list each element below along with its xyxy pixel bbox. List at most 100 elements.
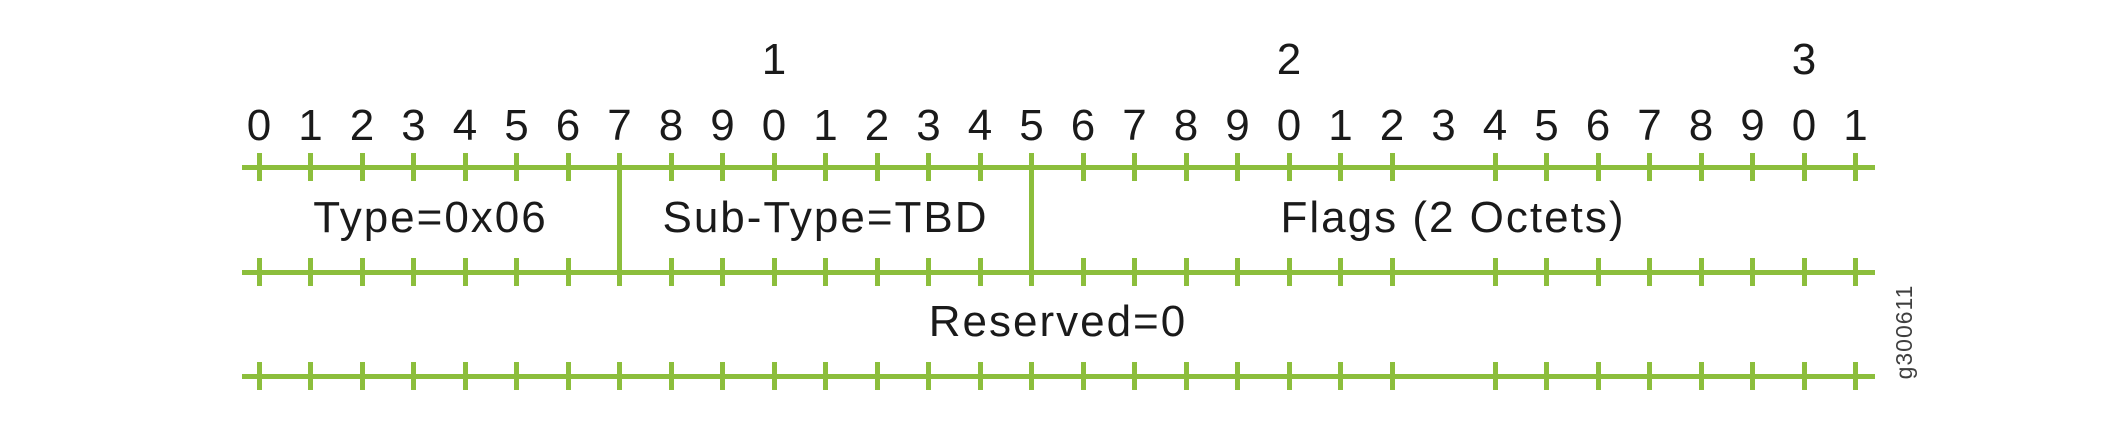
ruler-tick — [977, 153, 983, 181]
ruler-tick — [1132, 153, 1137, 181]
bit-digit-16: 6 — [1070, 101, 1096, 150]
ruler-tick — [1338, 362, 1343, 390]
ruler-tick — [1801, 153, 1807, 181]
ruler-tick — [1750, 153, 1755, 181]
ruler-tick — [308, 258, 313, 286]
ruler-tick — [308, 362, 313, 390]
ruler-tick — [1647, 362, 1652, 390]
ruler-tick — [1492, 362, 1498, 390]
ruler-line-0 — [241, 164, 1875, 170]
ruler-tick — [308, 153, 313, 181]
field-label-reserved-0: Reserved=0 — [928, 297, 1188, 346]
ruler-tick — [1647, 153, 1652, 181]
ruler-tick — [720, 153, 725, 181]
ruler-tick — [411, 153, 416, 181]
ruler-tick — [565, 258, 571, 286]
ruler-tick — [514, 153, 519, 181]
bit-digit-19: 9 — [1225, 101, 1250, 150]
ruler-tick — [1698, 362, 1704, 390]
ruler-tick — [359, 258, 365, 286]
bit-digit-14: 4 — [967, 101, 993, 150]
ruler-tick — [771, 153, 777, 181]
figure-id-watermark: g300611 — [1891, 284, 1917, 380]
bit-tens-label-2: 2 — [1276, 35, 1302, 84]
ruler-tick — [1132, 362, 1137, 390]
ruler-tick — [359, 153, 365, 181]
bit-digit-24: 4 — [1482, 101, 1508, 150]
ruler-tick — [1080, 362, 1086, 390]
bit-tens-label-1: 1 — [761, 35, 787, 84]
ruler-tick — [1183, 153, 1189, 181]
ruler-tick — [926, 362, 931, 390]
bit-digit-28: 8 — [1688, 101, 1714, 150]
ruler-tick — [411, 258, 416, 286]
ruler-tick — [359, 362, 365, 390]
ruler-tick — [1286, 362, 1292, 390]
ruler-tick — [1080, 153, 1086, 181]
bit-digit-21: 1 — [1328, 101, 1353, 150]
bit-digit-29: 9 — [1740, 101, 1765, 150]
ruler-tick — [1698, 153, 1704, 181]
ruler-tick — [1389, 153, 1395, 181]
ruler-tick — [1853, 362, 1858, 390]
field-divider-bit-15 — [1029, 164, 1034, 275]
ruler-tick — [617, 362, 622, 390]
ruler-tick — [720, 362, 725, 390]
ruler-tick — [874, 362, 880, 390]
ruler-tick — [256, 362, 262, 390]
ruler-line-2 — [241, 373, 1875, 379]
ruler-tick — [1492, 258, 1498, 286]
ruler-tick — [1698, 258, 1704, 286]
ruler-tick — [1801, 362, 1807, 390]
ruler-tick — [823, 153, 828, 181]
field-label-type-0x06: Type=0x06 — [313, 192, 548, 242]
ruler-tick — [1389, 362, 1395, 390]
bit-digit-26: 6 — [1585, 101, 1611, 150]
field-divider-bit-7 — [617, 164, 622, 275]
bit-digit-10: 0 — [761, 101, 787, 150]
ruler-tick — [823, 362, 828, 390]
bit-digit-6: 6 — [555, 101, 581, 150]
ruler-tick — [1183, 362, 1189, 390]
bit-digit-23: 3 — [1431, 101, 1456, 150]
ruler-tick — [1544, 258, 1549, 286]
bit-digit-13: 3 — [916, 101, 941, 150]
bit-digit-17: 7 — [1122, 101, 1147, 150]
bit-digit-4: 4 — [452, 101, 478, 150]
bit-digit-11: 1 — [813, 101, 838, 150]
ruler-tick — [1595, 362, 1601, 390]
ruler-tick — [1595, 153, 1601, 181]
ruler-tick — [823, 258, 828, 286]
ruler-tick — [514, 362, 519, 390]
ruler-tick — [874, 258, 880, 286]
bit-digit-15: 5 — [1019, 101, 1044, 150]
ruler-tick — [462, 362, 468, 390]
ruler-tick — [514, 258, 519, 286]
ruler-tick — [1389, 258, 1395, 286]
bit-digit-31: 1 — [1843, 101, 1868, 150]
ruler-tick — [1235, 153, 1240, 181]
ruler-tick — [720, 258, 725, 286]
bit-digit-7: 7 — [607, 101, 632, 150]
ruler-tick — [1286, 258, 1292, 286]
ruler-tick — [1801, 258, 1807, 286]
ruler-tick — [1183, 258, 1189, 286]
bit-digit-30: 0 — [1791, 101, 1817, 150]
bit-digit-3: 3 — [401, 101, 426, 150]
bit-digit-9: 9 — [710, 101, 735, 150]
ruler-tick — [1750, 362, 1755, 390]
bit-digit-18: 8 — [1173, 101, 1199, 150]
ruler-tick — [1853, 258, 1858, 286]
ruler-tick — [256, 258, 262, 286]
bit-digit-2: 2 — [349, 101, 375, 150]
bit-digit-22: 2 — [1379, 101, 1405, 150]
ruler-line-1 — [241, 269, 1875, 275]
ruler-tick — [1853, 153, 1858, 181]
ruler-tick — [1286, 153, 1292, 181]
ruler-tick — [668, 258, 674, 286]
bit-digit-12: 2 — [864, 101, 890, 150]
ruler-tick — [1544, 153, 1549, 181]
bit-digit-0: 0 — [246, 101, 272, 150]
bit-digit-27: 7 — [1637, 101, 1662, 150]
ruler-tick — [1338, 153, 1343, 181]
